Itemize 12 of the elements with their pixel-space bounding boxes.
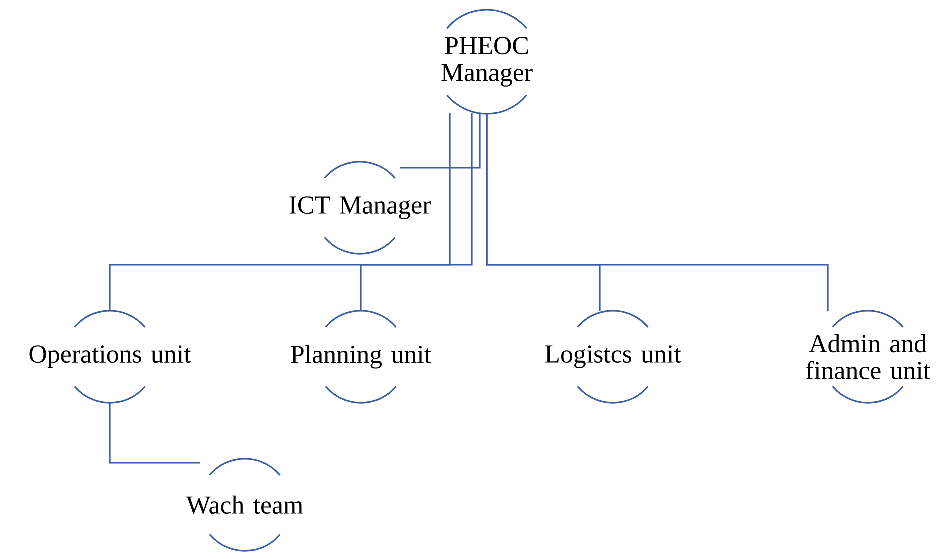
connector-line <box>486 114 829 311</box>
connector-line <box>109 403 200 464</box>
circle-node: Operations unit <box>30 310 192 404</box>
connector-line <box>400 113 481 169</box>
connector-line <box>109 113 451 311</box>
circle-node: Logistcs unit <box>545 310 682 404</box>
circle-node: ICT Manager <box>290 161 431 255</box>
circle-node: Planning unit <box>291 310 432 404</box>
circle-node: PHEOC Manager <box>442 9 533 115</box>
connector-line <box>360 113 473 311</box>
circle-node: Wach team <box>186 458 304 552</box>
circle-node: Admin and finance unit <box>806 310 930 404</box>
